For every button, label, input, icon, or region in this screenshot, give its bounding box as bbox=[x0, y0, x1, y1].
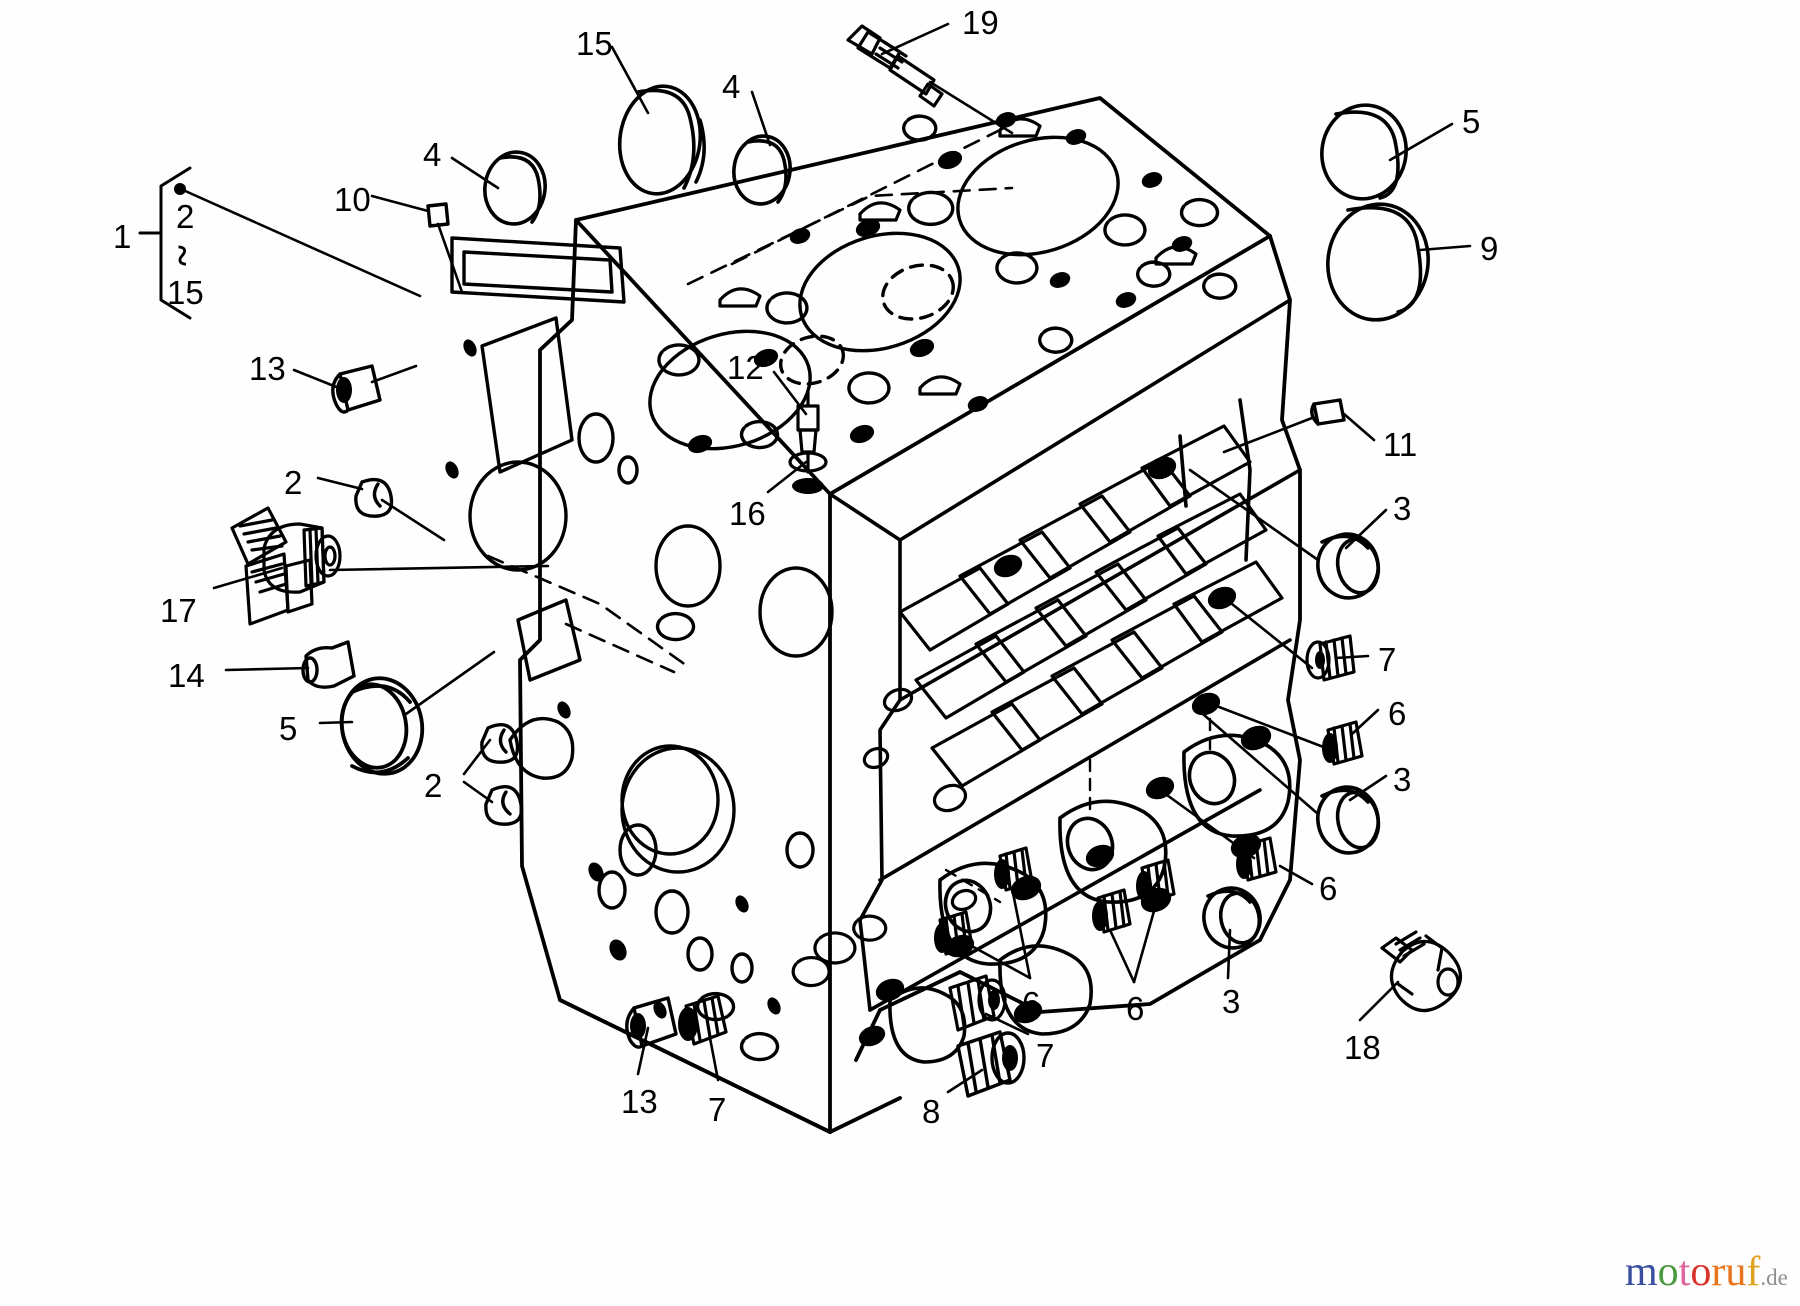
callout-number-13-bottom: 13 bbox=[621, 1083, 658, 1120]
callout-number-2-pair: 2 bbox=[424, 767, 443, 804]
group-bracket bbox=[138, 166, 192, 320]
watermark-letter-t: t bbox=[1678, 1249, 1691, 1295]
part-10-square-plug bbox=[426, 202, 450, 228]
watermark-letter-o1: o bbox=[1657, 1249, 1679, 1295]
part-2-dowel-left bbox=[354, 477, 394, 518]
watermark-letter-o2: o bbox=[1690, 1249, 1712, 1295]
part-6-set-screw-right bbox=[1322, 720, 1364, 766]
callout-number-12: 12 bbox=[727, 349, 764, 386]
part-18-drain-cock bbox=[1380, 930, 1463, 1013]
watermark-letter-m: m bbox=[1625, 1249, 1658, 1295]
part-7-plug-bottom bbox=[948, 974, 1007, 1032]
watermark-letter-f: f bbox=[1746, 1249, 1761, 1295]
callout-number-4-left: 4 bbox=[423, 136, 442, 173]
callout-number-17: 17 bbox=[160, 592, 197, 629]
deck-bolt-holes bbox=[687, 112, 1193, 454]
part-6-set-screw-left bbox=[934, 846, 1034, 956]
deck-pads bbox=[718, 117, 1198, 396]
watermark-letter-u: u bbox=[1725, 1249, 1747, 1295]
part-19-glow-plug bbox=[846, 24, 944, 108]
part-5-oil-seal-left bbox=[339, 676, 425, 776]
callout-number-3-bottom: 3 bbox=[1222, 983, 1241, 1020]
callout-number-6-right: 6 bbox=[1388, 695, 1407, 732]
part-13-threaded-plug-left bbox=[331, 364, 382, 414]
coolant-passages bbox=[657, 114, 1238, 450]
crankcase-ribs bbox=[898, 424, 1284, 788]
part-3-bushing-lower bbox=[1316, 785, 1381, 855]
cylinder-bores bbox=[648, 135, 1120, 451]
callout-number-15-top: 15 bbox=[576, 25, 613, 62]
callout-number-6-bottom-left: 6 bbox=[1022, 985, 1041, 1022]
part-8-plug-large bbox=[956, 1030, 1026, 1098]
front-face-features bbox=[445, 236, 834, 1062]
callout-number-13-left: 13 bbox=[249, 350, 286, 387]
callout-number-5-left: 5 bbox=[279, 710, 298, 747]
part-7-plug-right-upper bbox=[1305, 634, 1356, 682]
callout-number-3-upper-right: 3 bbox=[1393, 490, 1412, 527]
part-3-bushing-upper bbox=[1316, 532, 1381, 600]
callout-number-3-right-lower: 3 bbox=[1393, 761, 1412, 798]
callout-number-8: 8 bbox=[922, 1093, 941, 1130]
bracket-range-separator: ~ bbox=[159, 245, 205, 266]
callout-number-18: 18 bbox=[1344, 1029, 1381, 1066]
callout-number-9: 9 bbox=[1480, 230, 1499, 267]
callout-number-2-bracket-start: 2 bbox=[176, 198, 195, 235]
part-11-square-key bbox=[1310, 398, 1346, 426]
part-4-core-plug-left bbox=[483, 150, 547, 226]
callout-number-7-bottom: 7 bbox=[1036, 1037, 1055, 1074]
part-5-welch-plug-right bbox=[1320, 103, 1408, 201]
callout-number-1: 1 bbox=[113, 218, 132, 255]
part-17-oil-pressure-switch bbox=[230, 506, 342, 626]
callout-number-5-upper-right: 5 bbox=[1462, 103, 1481, 140]
callout-number-4-deck: 4 bbox=[722, 68, 741, 105]
callout-number-19: 19 bbox=[962, 4, 999, 41]
callout-number-14: 14 bbox=[168, 657, 205, 694]
part-2-dowel-pair bbox=[480, 723, 524, 826]
part-9-cover-plug bbox=[1326, 202, 1430, 322]
part-15-core-plug bbox=[617, 84, 706, 196]
part-6-set-screw-mid bbox=[1236, 836, 1278, 882]
part-6-set-screw-pair bbox=[1092, 858, 1176, 934]
callout-number-7-right: 7 bbox=[1378, 641, 1397, 678]
part-14-sleeve bbox=[301, 640, 356, 689]
callout-number-2-left: 2 bbox=[284, 464, 303, 501]
callout-number-6-mid: 6 bbox=[1319, 870, 1338, 907]
part-4-core-plug-deck bbox=[732, 134, 792, 206]
callout-number-11: 11 bbox=[1383, 426, 1418, 463]
callout-number-7-bottom-left: 7 bbox=[708, 1091, 727, 1128]
part-3-bushing-bottom bbox=[1202, 886, 1262, 950]
callout-number-6-pair: 6 bbox=[1126, 990, 1145, 1027]
site-watermark: motoruf.de bbox=[1625, 1248, 1788, 1296]
part-7-plug-bottom-left bbox=[678, 994, 728, 1046]
watermark-letter-r: r bbox=[1711, 1249, 1726, 1295]
callout-number-15-bracket-end: 15 bbox=[167, 274, 204, 311]
watermark-suffix: .de bbox=[1760, 1265, 1788, 1290]
pan-rail-outline bbox=[791, 687, 978, 988]
hidden-edges bbox=[486, 126, 1014, 674]
part-13-plug-bottom-left bbox=[625, 996, 678, 1049]
part-16-washer bbox=[788, 450, 828, 494]
callout-number-10: 10 bbox=[334, 181, 371, 218]
callout-number-16: 16 bbox=[729, 495, 766, 532]
part-12-stud bbox=[796, 390, 820, 454]
